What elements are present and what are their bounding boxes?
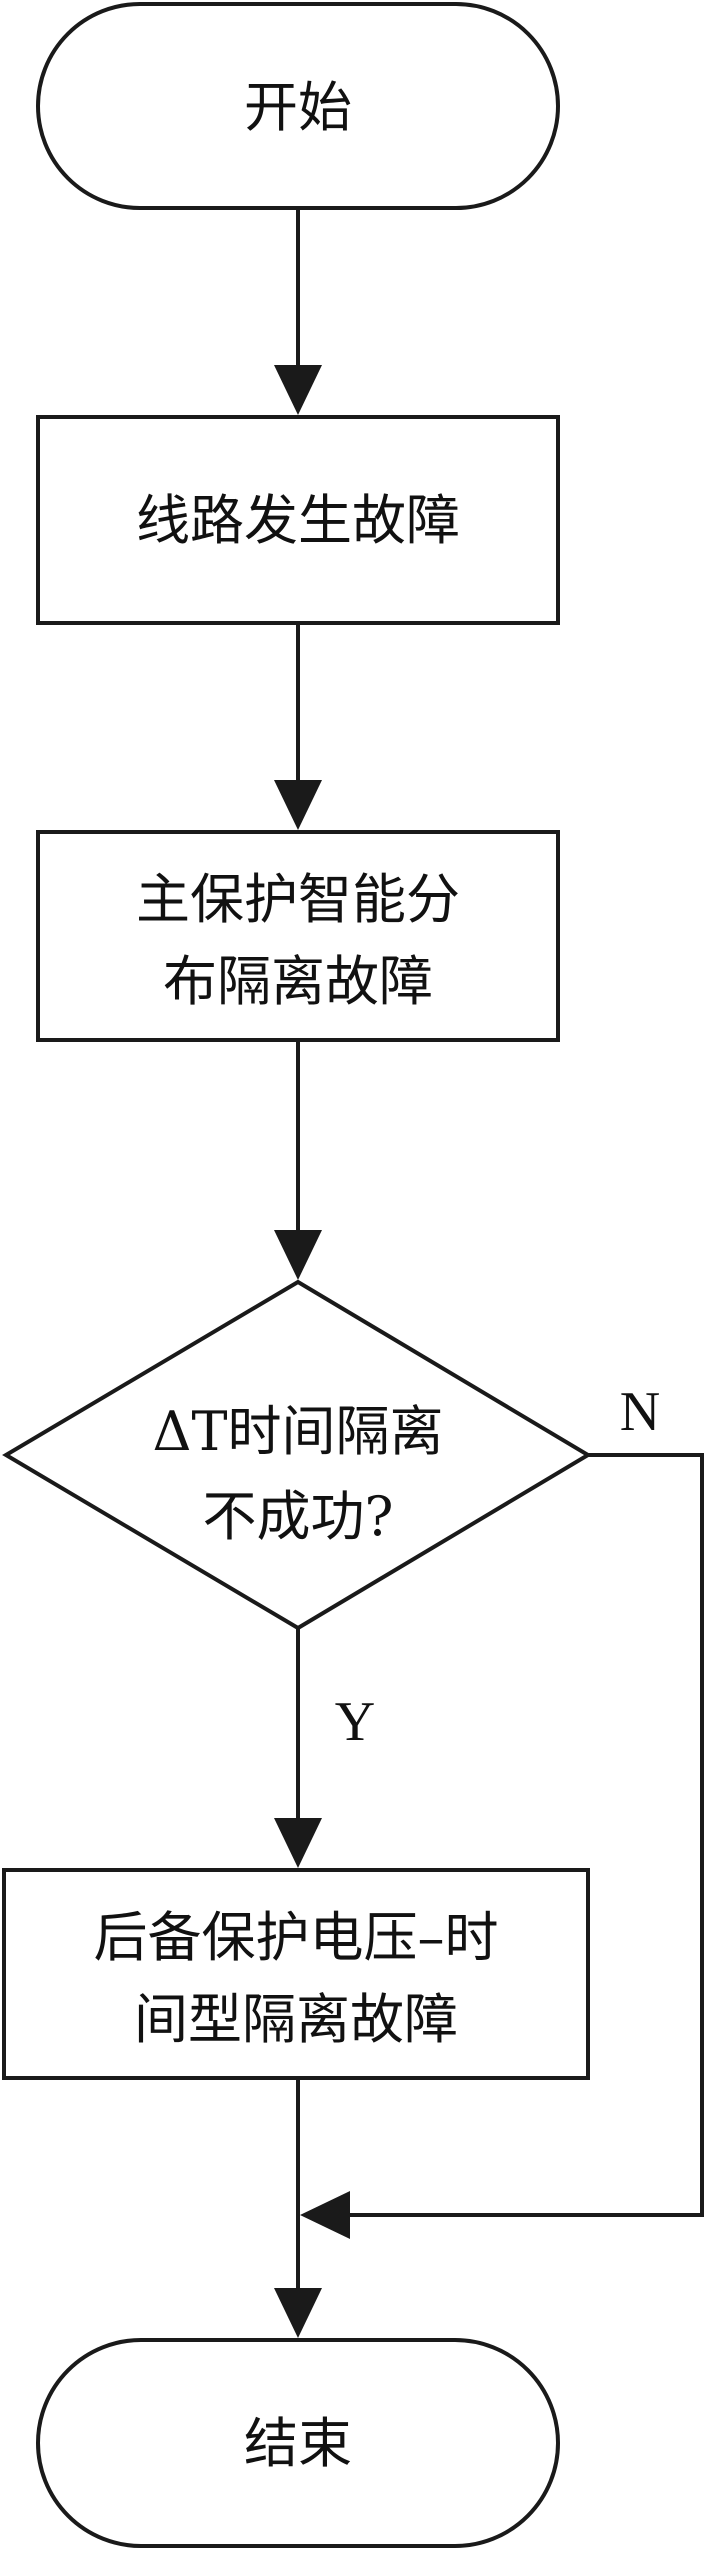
end-label: 结束: [244, 2412, 352, 2475]
backup-protection-label-line-1: 后备保护电压–时: [94, 1906, 499, 1969]
arrow-head: [274, 780, 322, 830]
arrow-head: [274, 1818, 322, 1868]
end-terminator-shape: [36, 2338, 560, 2548]
edge-decision-yes: Y: [274, 1628, 375, 1868]
arrow-head: [274, 365, 322, 415]
fault-label: 线路发生故障: [136, 489, 460, 552]
decision-label-line-1: ΔT时间隔离: [152, 1400, 443, 1463]
edge-backup-to-end: [274, 2078, 322, 2338]
main-protection-node: 主保护智能分 布隔离故障: [36, 830, 560, 1042]
arrow-head: [300, 2191, 350, 2239]
edge-decision-no: N: [300, 1381, 704, 2239]
start-node: 开始: [36, 2, 560, 210]
edge-fault-to-main-protection: [274, 623, 322, 830]
main-protection-label-line-1: 主保护智能分: [136, 868, 460, 931]
edge-line: [348, 1453, 704, 2217]
main-protection-label-line-2: 布隔离故障: [163, 950, 433, 1013]
backup-protection-label-line-2: 间型隔离故障: [134, 1988, 458, 2051]
fault-process-box: [36, 415, 560, 625]
fault-node: 线路发生故障: [36, 415, 560, 625]
edge-start-to-fault: [274, 208, 322, 415]
backup-protection-node: 后备保护电压–时 间型隔离故障: [2, 1868, 590, 2080]
arrow-head: [274, 1230, 322, 1280]
end-node: 结束: [36, 2338, 560, 2548]
decision-node: ΔT时间隔离 不成功?: [2, 1279, 592, 1631]
decision-label-line-2: 不成功?: [203, 1485, 394, 1548]
arrow-head: [274, 2288, 322, 2338]
no-branch-label: N: [620, 1381, 660, 1443]
start-label: 开始: [244, 76, 352, 139]
yes-branch-label: Y: [335, 1691, 375, 1753]
edge-main-protection-to-decision: [274, 1040, 322, 1280]
